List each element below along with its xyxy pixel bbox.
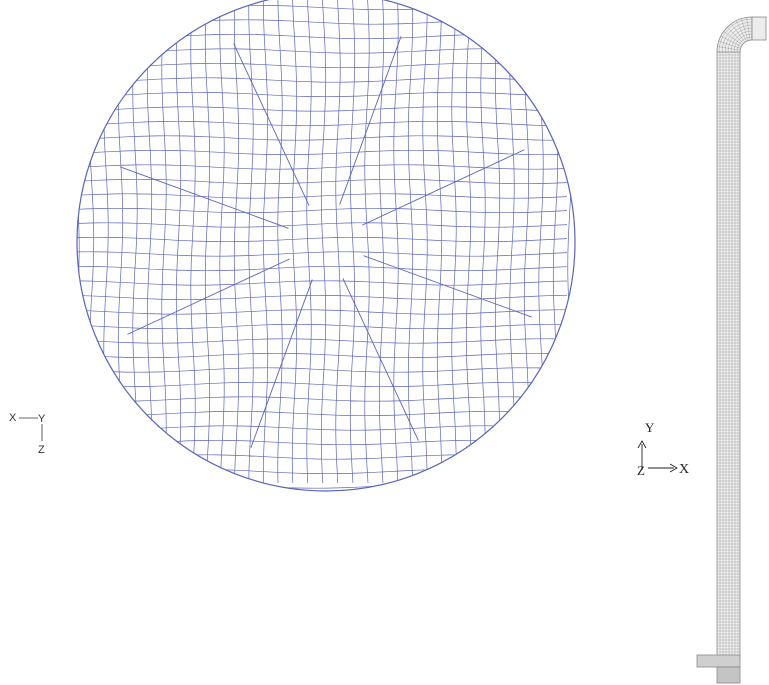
left-triad-x-label: X: [9, 412, 17, 424]
disc-mesh-seam: [250, 279, 313, 448]
disc-mesh-seam: [342, 278, 419, 441]
pipe-bend-grid: [717, 17, 753, 53]
right-triad-y-label: Y: [645, 420, 655, 435]
disc-mesh-seam: [233, 43, 310, 206]
pipe-side-view-mesh: [696, 16, 767, 684]
left-axis-triad: X Y Z: [9, 412, 46, 456]
right-triad-y-arrowhead: [637, 440, 647, 449]
disc-mesh-seam: [339, 36, 402, 205]
disc-mesh-seam: [362, 149, 525, 226]
left-triad-y-label: Y: [38, 413, 46, 425]
disc-mesh-seam: [363, 255, 532, 318]
pipe-top-outlet: [751, 16, 767, 41]
disc-grid-lines: [77, 0, 575, 491]
right-triad-x-arrowhead: [669, 463, 678, 473]
disc-mesh-lines: [77, 0, 575, 491]
circular-cross-section-mesh: [76, 0, 576, 492]
right-triad-z-label: Z: [637, 463, 645, 478]
disc-mesh-seam: [120, 166, 289, 229]
right-axis-triad: Y Z X: [637, 420, 689, 478]
disc-boundary: [76, 0, 576, 492]
pipe-vertical-grid: [717, 52, 740, 660]
left-triad-z-label: Z: [38, 444, 45, 456]
pipe-bottom-base: [716, 666, 741, 684]
disc-mesh-seam: [127, 258, 290, 335]
pipe-vertical-section: [716, 51, 741, 661]
right-triad-x-label: X: [679, 462, 689, 477]
pipe-bottom-inlet: [696, 654, 741, 668]
